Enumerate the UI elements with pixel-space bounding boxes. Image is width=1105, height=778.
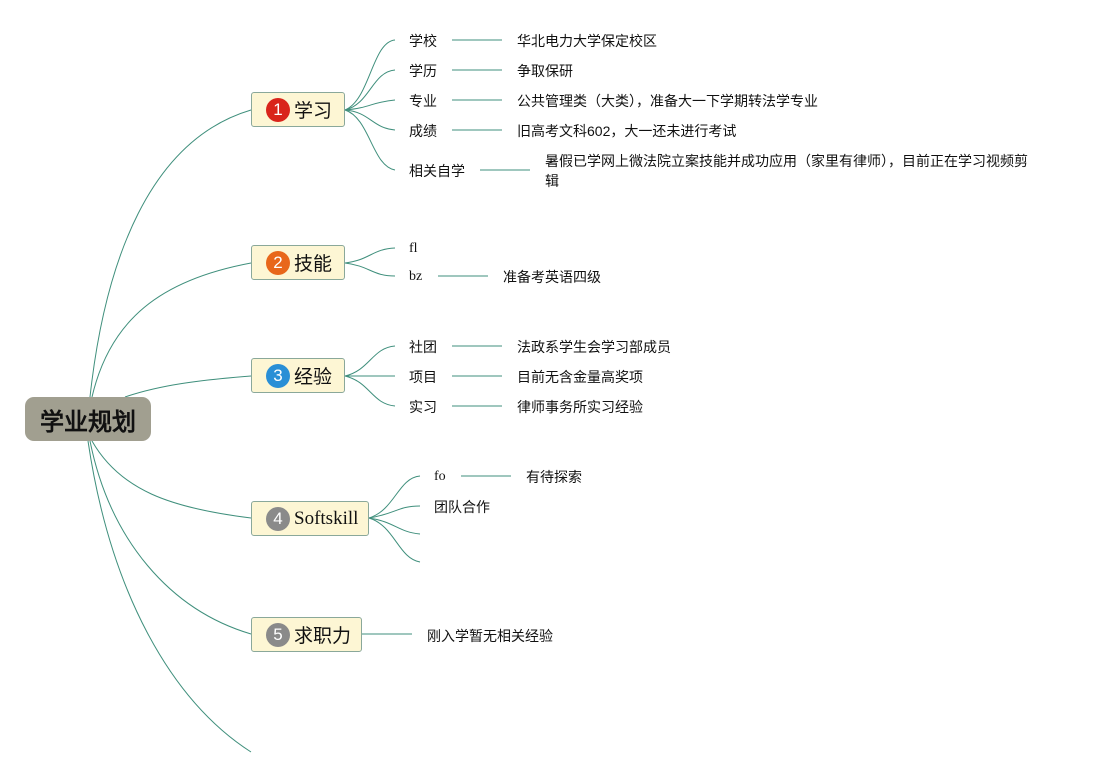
- connector-root-extra: [87, 440, 252, 753]
- subtopic-label[interactable]: 成绩: [409, 123, 437, 139]
- connector-t4-c2: [368, 505, 421, 519]
- subtopic-value[interactable]: 刚入学暂无相关经验: [427, 628, 553, 644]
- subtopic-value[interactable]: 华北电力大学保定校区: [517, 33, 657, 49]
- connector-t1-c2: [344, 69, 396, 111]
- connector-t2-c1: [344, 247, 396, 264]
- connector-t4-c1: [368, 475, 421, 519]
- subtopic-value[interactable]: 律师事务所实习经验: [517, 399, 643, 415]
- connector-t4-c4: [368, 517, 421, 563]
- subtopic-label[interactable]: 专业: [409, 93, 437, 109]
- subtopic-value[interactable]: 暑假已学网上微法院立案技能并成功应用（家里有律师），目前正在学习视频剪辑: [545, 153, 1028, 189]
- connector-t4-c3: [368, 517, 421, 535]
- topic-label: 技能: [294, 254, 333, 275]
- connector-root-topic-3: [124, 375, 252, 398]
- subtopic-label[interactable]: fl: [409, 241, 418, 256]
- subtopic-label[interactable]: 团队合作: [434, 499, 490, 515]
- subtopic-label[interactable]: 相关自学: [409, 163, 465, 179]
- connector-t3-c3: [344, 375, 396, 407]
- priority-2-icon: 2: [266, 250, 290, 275]
- subtopic-label[interactable]: 项目: [409, 369, 437, 385]
- priority-3-icon: 3: [266, 363, 290, 388]
- topic-label: Softskill: [294, 507, 359, 529]
- connector-root-topic-1: [89, 109, 252, 398]
- subtopic-value[interactable]: 争取保研: [517, 63, 573, 79]
- subtopic-label[interactable]: 学校: [409, 33, 437, 49]
- connector-t1-c3: [344, 99, 396, 111]
- topic-label: 经验: [294, 367, 333, 388]
- subtopic-label[interactable]: fo: [434, 469, 446, 484]
- connector-root-topic-5: [89, 440, 252, 635]
- topic-employability[interactable]: 5 求职力: [251, 617, 362, 652]
- subtopic-label[interactable]: bz: [409, 269, 423, 284]
- connector-root-topic-2: [91, 262, 252, 398]
- subtopic-label[interactable]: 实习: [409, 399, 437, 415]
- priority-5-icon: 5: [266, 622, 290, 647]
- topic-experience[interactable]: 3 经验: [251, 358, 345, 393]
- subtopic-label[interactable]: 学历: [409, 63, 437, 79]
- connector-t1-c5: [344, 109, 396, 171]
- topic-softskill[interactable]: 4 Softskill: [251, 501, 369, 536]
- subtopic-value[interactable]: 旧高考文科602，大一还未进行考试: [517, 123, 737, 139]
- root-topic[interactable]: 学业规划: [25, 397, 151, 441]
- connector-t1-c4: [344, 109, 396, 131]
- subtopic-value[interactable]: 法政系学生会学习部成员: [517, 339, 671, 355]
- connector-t3-c1: [344, 345, 396, 377]
- topic-study[interactable]: 1 学习: [251, 92, 345, 127]
- subtopic-label[interactable]: 社团: [409, 339, 437, 355]
- connector-root-topic-4: [91, 440, 252, 519]
- connector-t1-c1: [344, 39, 396, 111]
- connector-t2-c2: [344, 262, 396, 277]
- subtopic-value[interactable]: 有待探索: [526, 469, 582, 485]
- subtopic-value[interactable]: 准备考英语四级: [503, 269, 601, 285]
- priority-4-icon: 4: [266, 506, 290, 531]
- topic-skills[interactable]: 2 技能: [251, 245, 345, 280]
- subtopic-value[interactable]: 公共管理类（大类），准备大一下学期转法学专业: [517, 93, 818, 109]
- topic-label: 学习: [294, 101, 333, 122]
- priority-1-icon: 1: [266, 97, 290, 122]
- topic-label: 求职力: [294, 626, 352, 647]
- subtopic-value[interactable]: 目前无含金量高奖项: [517, 369, 643, 385]
